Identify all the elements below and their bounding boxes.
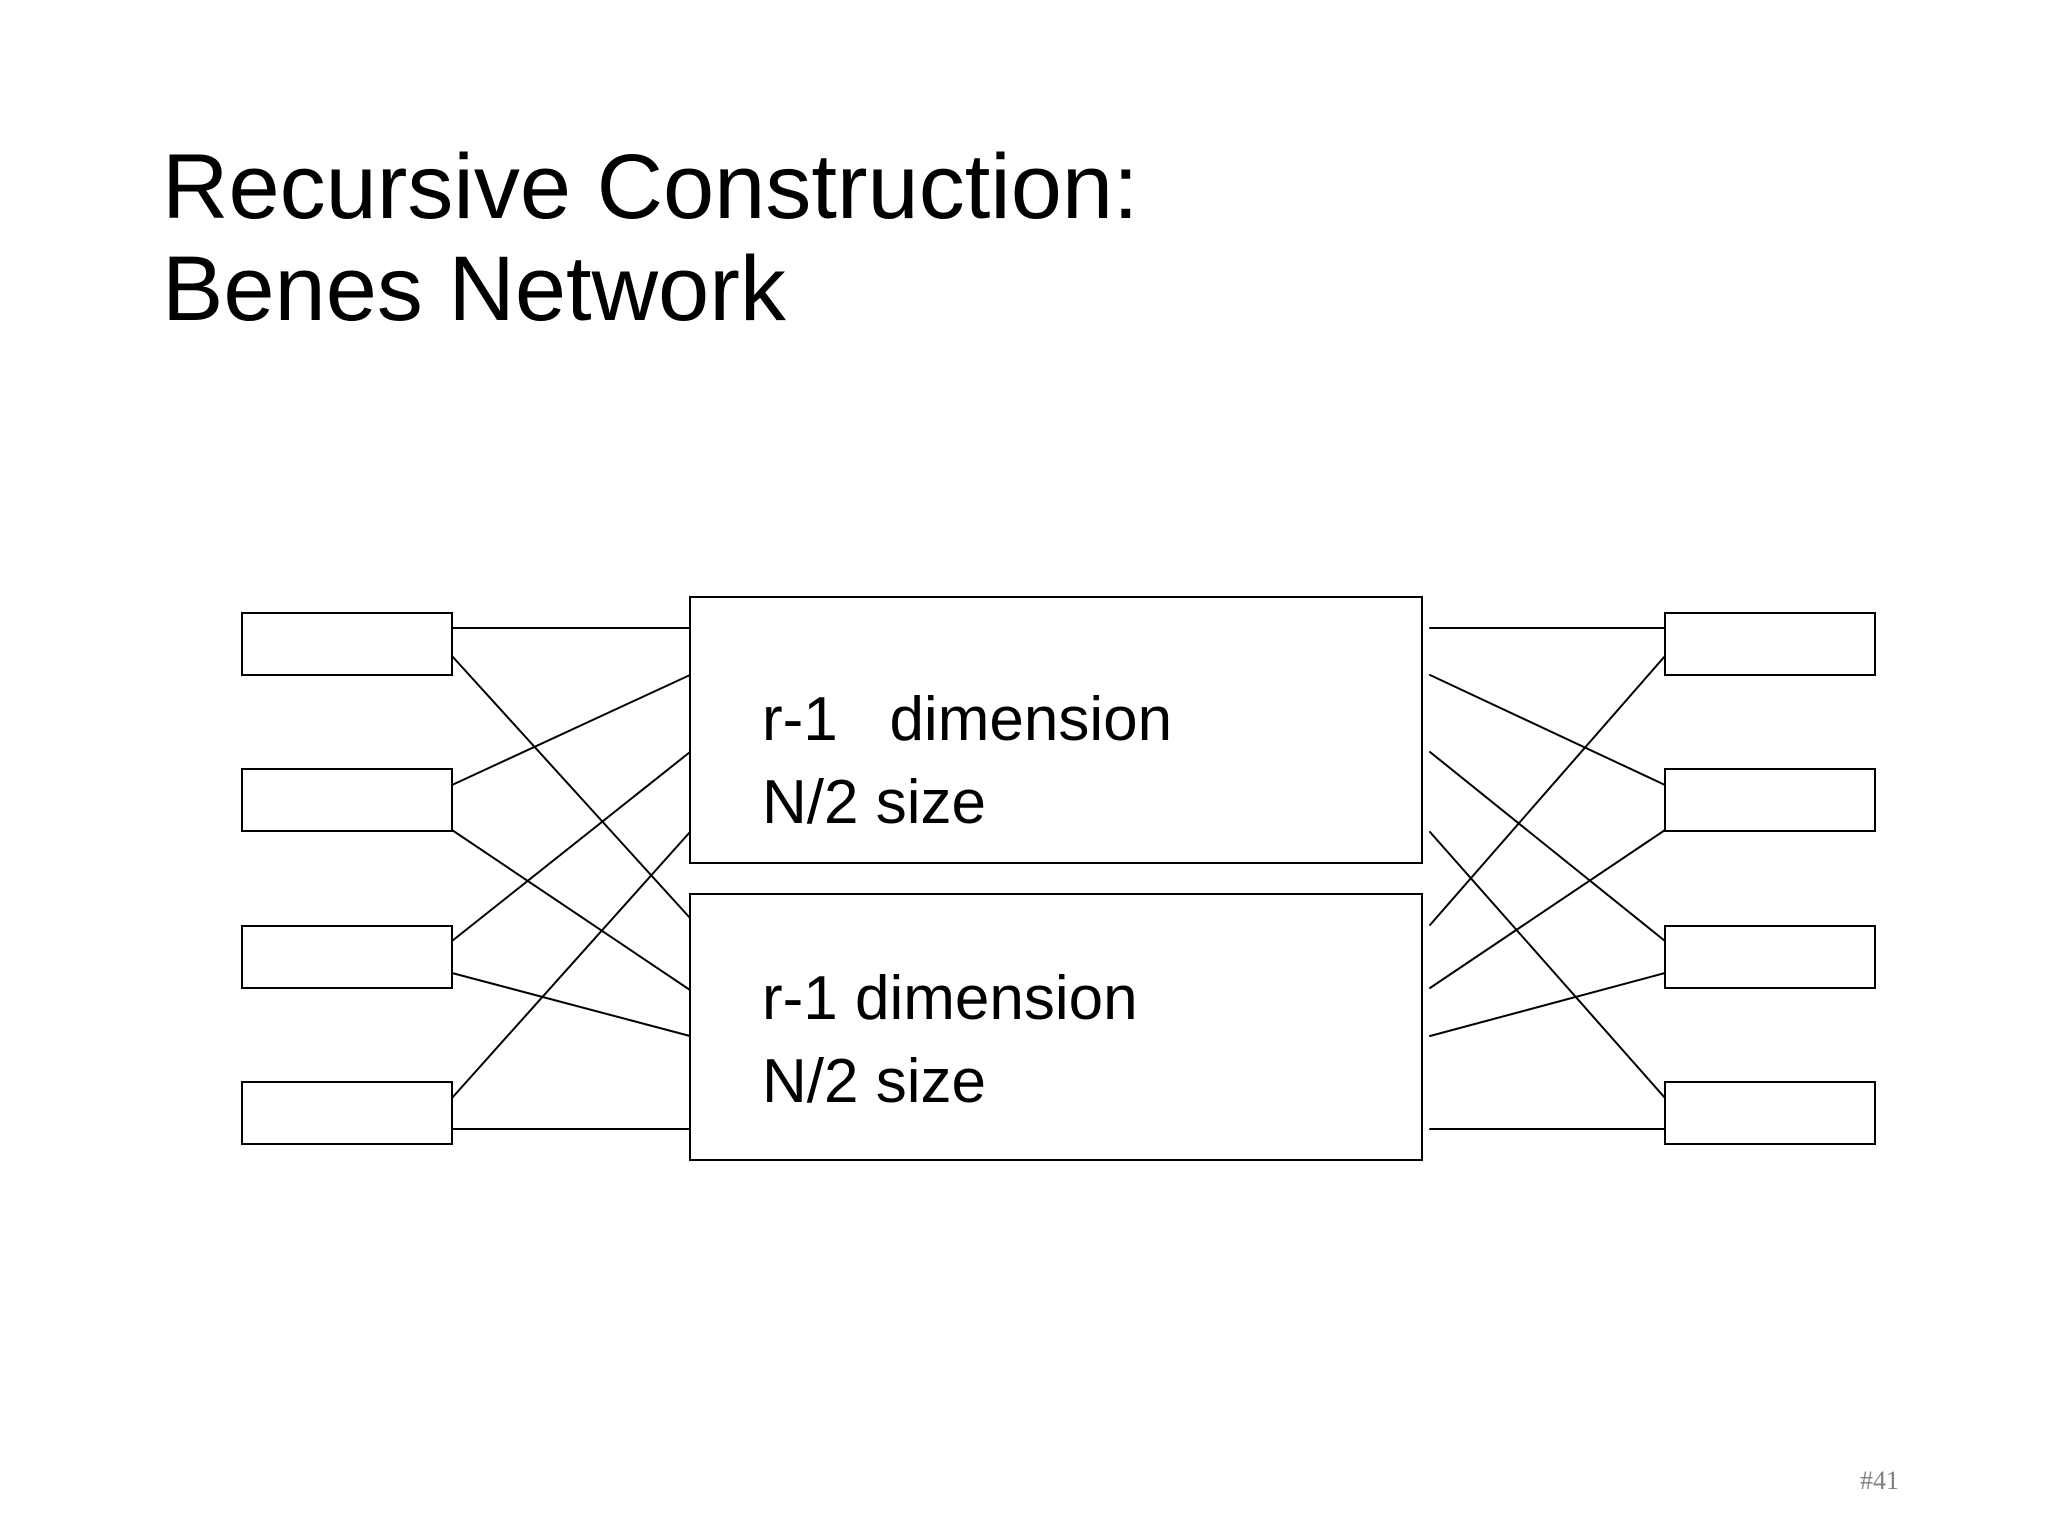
output-switch-4	[1664, 1081, 1876, 1145]
output-link	[1429, 831, 1666, 1099]
title-line-2: Benes Network	[162, 238, 786, 340]
lower-subnetwork-label-line-1: r-1 dimension	[762, 964, 1138, 1033]
input-link	[451, 829, 691, 991]
page-number: #41	[1860, 1466, 1899, 1495]
lower-subnetwork-box	[689, 893, 1423, 1161]
input-link	[451, 751, 691, 942]
input-switch-4	[241, 1081, 453, 1145]
upper-subnetwork-label-line-2: N/2 size	[762, 768, 986, 837]
lower-subnetwork-label-line-2: N/2 size	[762, 1047, 986, 1116]
upper-subnetwork-box	[689, 596, 1423, 864]
output-switch-2	[1664, 768, 1876, 832]
input-switch-3	[241, 925, 453, 989]
output-link	[1429, 655, 1666, 926]
input-link	[451, 655, 691, 919]
input-link	[451, 972, 691, 1037]
input-switch-1	[241, 612, 453, 676]
input-link	[451, 674, 691, 786]
output-switch-1	[1664, 612, 1876, 676]
output-link	[1429, 972, 1666, 1037]
input-link	[451, 831, 691, 1099]
output-link	[1429, 751, 1666, 942]
upper-subnetwork-label-line-1: r-1 dimension	[762, 685, 1172, 754]
title-line-1: Recursive Construction:	[162, 136, 1139, 238]
slide-title: Recursive Construction: Benes Network	[162, 136, 1139, 340]
output-link	[1429, 674, 1666, 786]
output-link	[1429, 829, 1666, 989]
output-switch-3	[1664, 925, 1876, 989]
input-switch-2	[241, 768, 453, 832]
